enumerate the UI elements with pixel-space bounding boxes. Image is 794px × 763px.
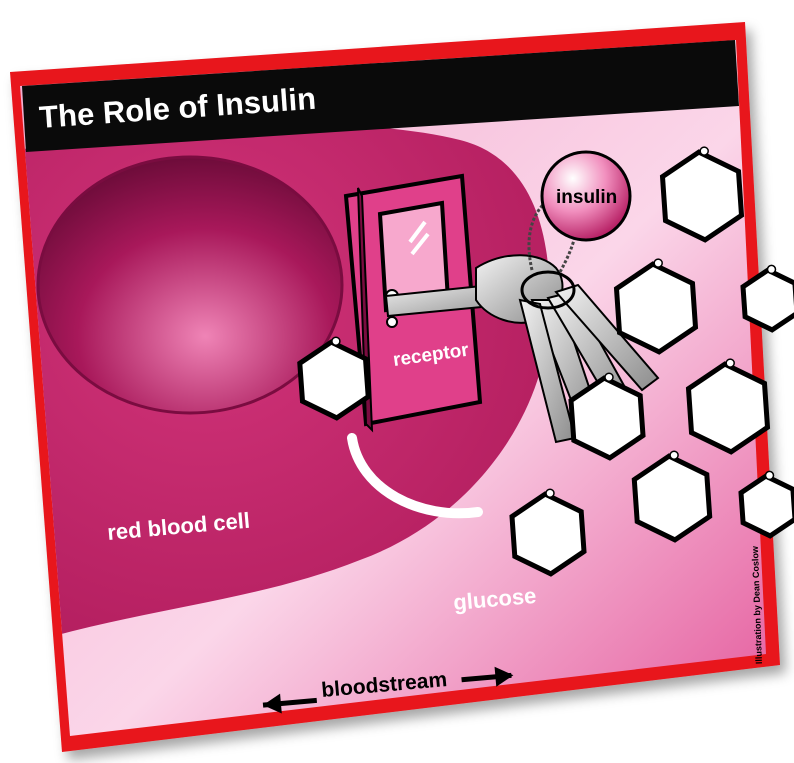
glucose-bond-dot [332, 337, 340, 345]
glucose-bond-dot [726, 359, 734, 367]
glucose-bond-dot [654, 259, 662, 267]
glucose-bond-dot [670, 451, 678, 459]
hexagon-icon [743, 270, 794, 330]
glucose-bond-dot [700, 147, 708, 155]
glucose-bond-dot [766, 471, 774, 479]
glucose-bond-dot [768, 265, 776, 273]
glucose-bond-dot [546, 489, 554, 497]
insulin-label: insulin [556, 187, 617, 208]
glucose-bond-dot [605, 373, 613, 381]
hexagon-icon [300, 342, 368, 418]
hexagon-icon [741, 476, 794, 536]
